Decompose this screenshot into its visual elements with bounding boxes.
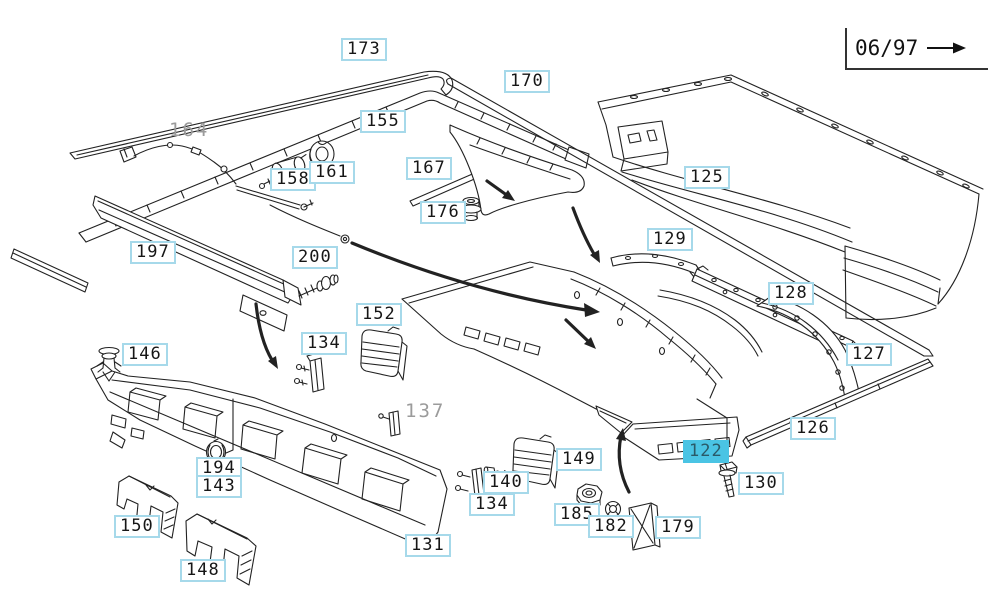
part-197-blade xyxy=(10,195,302,332)
part-label-164: 164 xyxy=(169,119,210,141)
part-161-grommet xyxy=(309,140,335,168)
part-170-strip xyxy=(446,77,934,357)
part-label-146[interactable]: 146 xyxy=(122,343,168,366)
part-130-bolt xyxy=(718,461,738,498)
part-absorber-carrier xyxy=(401,261,723,412)
part-label-143[interactable]: 143 xyxy=(196,475,242,498)
part-label-129[interactable]: 129 xyxy=(647,228,693,251)
part-label-179[interactable]: 179 xyxy=(655,516,701,539)
part-label-122[interactable]: 122 xyxy=(683,440,729,463)
part-label-170[interactable]: 170 xyxy=(504,70,550,93)
part-148-block xyxy=(185,513,257,586)
part-label-158[interactable]: 158 xyxy=(270,168,316,191)
part-146-clip xyxy=(96,346,122,382)
date-code: 06/97 xyxy=(855,36,919,60)
part-173-strip xyxy=(69,70,454,160)
part-129-bracket xyxy=(610,253,701,278)
part-label-131[interactable]: 131 xyxy=(405,534,451,557)
date-code-box: 06/97 xyxy=(845,28,988,70)
part-label-125[interactable]: 125 xyxy=(684,166,730,189)
part-label-194[interactable]: 194 xyxy=(196,457,242,480)
part-164-harness xyxy=(119,141,350,244)
part-label-176[interactable]: 176 xyxy=(420,201,466,224)
part-curved-strip xyxy=(657,289,763,357)
part-label-149[interactable]: 149 xyxy=(556,448,602,471)
part-label-140[interactable]: 140 xyxy=(483,471,529,494)
part-134-upper-bracket xyxy=(293,353,325,393)
part-trim-strip xyxy=(449,124,585,216)
part-label-161[interactable]: 161 xyxy=(309,161,355,184)
part-150-block xyxy=(116,475,179,539)
part-label-130[interactable]: 130 xyxy=(738,472,784,495)
date-arrow-icon xyxy=(927,42,967,54)
part-125-bumper-cover xyxy=(597,74,984,321)
part-label-128[interactable]: 128 xyxy=(768,282,814,305)
part-label-182[interactable]: 182 xyxy=(588,515,634,538)
part-label-137: 137 xyxy=(405,400,446,422)
part-label-173[interactable]: 173 xyxy=(341,38,387,61)
part-label-127[interactable]: 127 xyxy=(846,343,892,366)
part-176-nut xyxy=(460,196,482,222)
part-152-block xyxy=(360,326,408,381)
part-label-126[interactable]: 126 xyxy=(790,417,836,440)
part-label-197[interactable]: 197 xyxy=(130,241,176,264)
part-185-nut xyxy=(576,483,603,509)
part-label-148[interactable]: 148 xyxy=(180,559,226,582)
part-131-shell xyxy=(90,362,448,549)
part-label-152[interactable]: 152 xyxy=(356,303,402,326)
part-200-screw xyxy=(298,274,339,299)
pointer-arrows xyxy=(254,179,631,494)
part-label-200[interactable]: 200 xyxy=(292,246,338,269)
part-label-134-lower[interactable]: 134 xyxy=(469,493,515,516)
part-label-167[interactable]: 167 xyxy=(406,157,452,180)
part-label-134-upper[interactable]: 134 xyxy=(301,332,347,355)
part-label-155[interactable]: 155 xyxy=(360,110,406,133)
part-label-150[interactable]: 150 xyxy=(114,515,160,538)
part-137-bracket xyxy=(378,410,401,437)
